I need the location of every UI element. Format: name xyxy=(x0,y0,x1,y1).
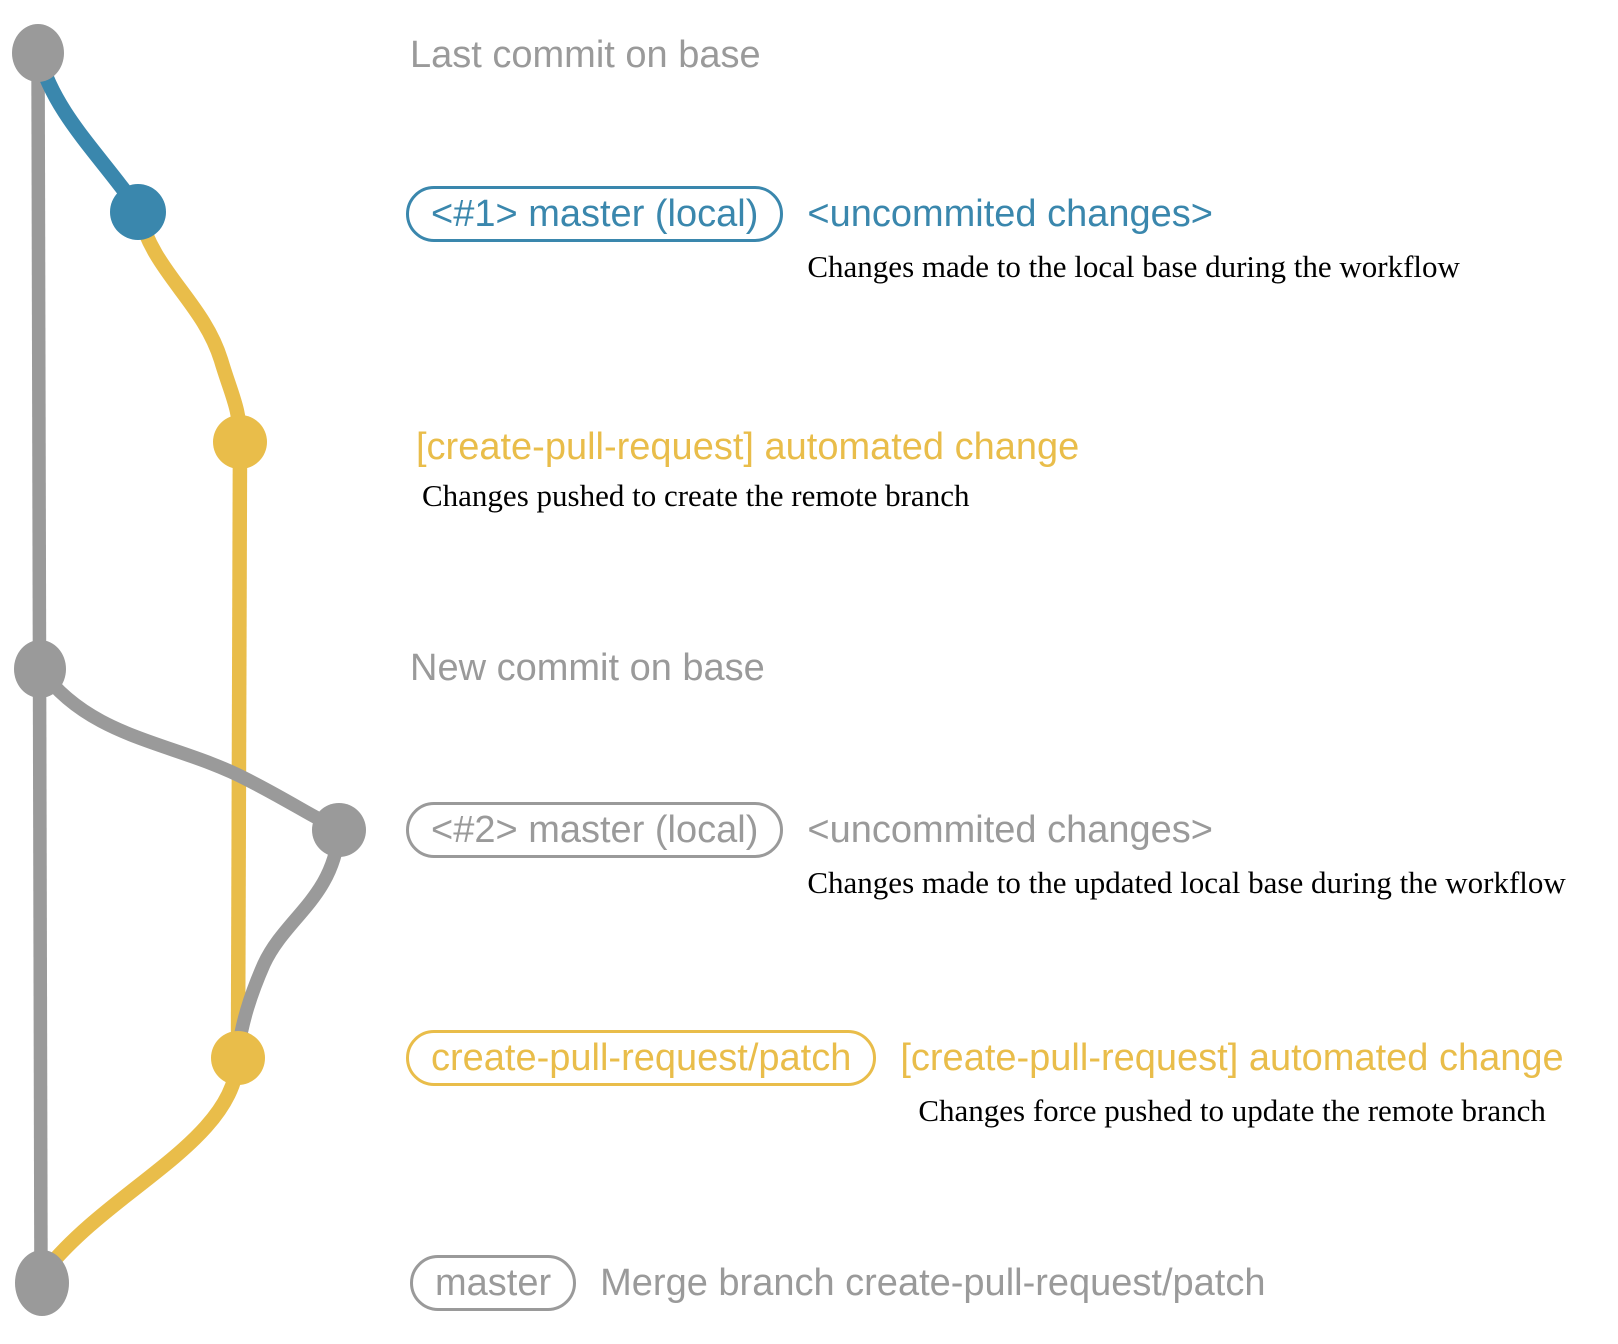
annotation-automated-change-2: [create-pull-request] automated change xyxy=(900,1037,1564,1079)
patch-branch-line xyxy=(230,440,248,1058)
commit-node-base-top xyxy=(12,24,64,82)
commit-node-local-master-2 xyxy=(312,803,366,857)
annotation-automated-change-1: [create-pull-request] automated change xyxy=(416,426,1080,468)
commit-node-patch-2 xyxy=(211,1031,265,1085)
patch-branch-merge-curve xyxy=(38,1050,246,1278)
annotation-uncommited-changes-2: <uncommited changes> xyxy=(807,809,1213,851)
branch-pill-master: master xyxy=(410,1255,577,1311)
annotation-description-local-2: Changes made to the updated local base d… xyxy=(807,865,1566,900)
branch-pill-master-local-1: <#1> master (local) xyxy=(406,186,784,242)
local-master-2-to-patch-curve xyxy=(231,825,346,1057)
patch-branch-create-curve xyxy=(131,205,248,448)
annotation-uncommited-changes-1: <uncommited changes> xyxy=(807,193,1213,235)
commit-node-merge xyxy=(15,1250,69,1316)
annotation-new-commit-on-base: New commit on base xyxy=(410,647,765,689)
local-master-branch-curve xyxy=(31,48,143,213)
annotation-description-remote-2: Changes force pushed to update the remot… xyxy=(918,1093,1546,1128)
branch-pill-master-local-2: <#2> master (local) xyxy=(406,802,784,858)
annotation-row-remote-commit-2: create-pull-request/patch [create-pull-r… xyxy=(406,1030,1564,1129)
commit-node-local-master-1 xyxy=(110,184,166,240)
annotation-row-local-master-1: <#1> master (local) <uncommited changes>… xyxy=(406,186,1460,285)
annotation-description-remote-1: Changes pushed to create the remote bran… xyxy=(422,478,970,513)
annotation-remote-commit-2: [create-pull-request] automated change C… xyxy=(900,1030,1563,1129)
annotation-row-merge: master Merge branch create-pull-request/… xyxy=(410,1255,1266,1311)
commit-node-patch-1 xyxy=(213,415,267,469)
branch-pill-create-pull-request-patch: create-pull-request/patch xyxy=(406,1030,877,1086)
annotation-remote-commit-1: [create-pull-request] automated change C… xyxy=(416,425,1079,514)
annotation-last-commit-on-base: Last commit on base xyxy=(410,34,761,76)
annotation-row-local-master-2: <#2> master (local) <uncommited changes>… xyxy=(406,802,1566,901)
annotation-local-master-2: <uncommited changes> Changes made to the… xyxy=(807,802,1565,901)
annotation-description-local-1: Changes made to the local base during th… xyxy=(807,249,1460,284)
annotation-local-master-1: <uncommited changes> Changes made to the… xyxy=(807,186,1460,285)
base-to-local-master-2-curve xyxy=(34,663,344,835)
commit-node-base-new xyxy=(14,640,66,698)
annotation-merge-branch: Merge branch create-pull-request/patch xyxy=(600,1262,1266,1304)
